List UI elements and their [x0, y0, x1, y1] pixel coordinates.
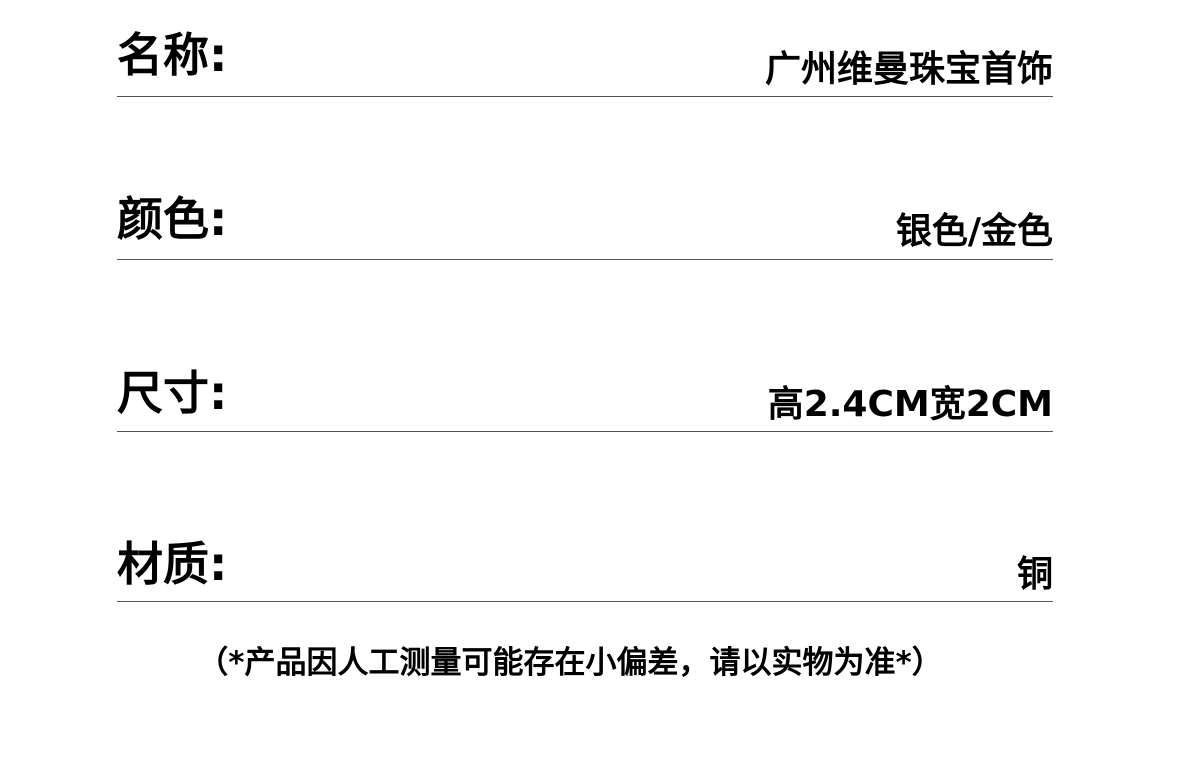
spec-label-size: 尺寸:	[117, 366, 228, 420]
spec-row-size: 尺寸: 高2.4CM宽2CM	[117, 0, 1053, 432]
spec-value-size: 高2.4CM宽2CM	[767, 384, 1053, 425]
spec-value-material: 铜	[1016, 554, 1053, 595]
spec-row-material: 材质: 铜	[117, 0, 1053, 602]
spec-row-color: 颜色: 银色/金色	[117, 0, 1053, 260]
spec-label-color: 颜色:	[117, 192, 228, 246]
spec-label-material: 材质:	[117, 537, 228, 591]
spec-value-color: 银色/金色	[895, 211, 1053, 252]
measurement-disclaimer: （*产品因人工测量可能存在小偏差，请以实物为准*）	[197, 645, 943, 681]
spec-row-name: 名称: 广州维曼珠宝首饰	[117, 0, 1053, 97]
spec-value-name: 广州维曼珠宝首饰	[764, 49, 1053, 90]
spec-label-name: 名称:	[117, 28, 228, 82]
